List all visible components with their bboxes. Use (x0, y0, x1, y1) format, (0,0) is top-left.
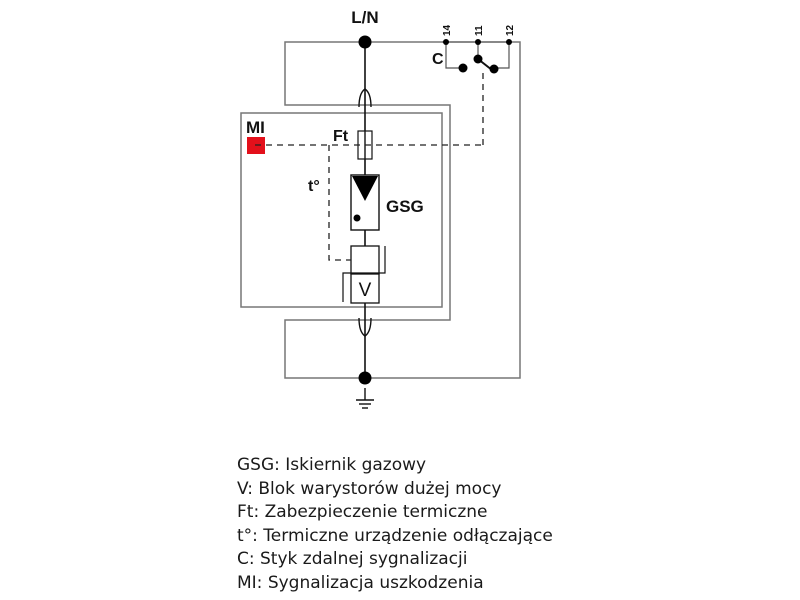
legend-item-gsg: GSG: Iskiernik gazowy (237, 455, 427, 475)
gsg-dot (353, 214, 361, 222)
ft-label: Ft (333, 128, 349, 145)
contact-c-label: C (432, 51, 444, 68)
circuit-diagram: L/N Ft GSG V MI t° C 14 (240, 8, 521, 409)
remote-signal-contact-c (442, 39, 512, 74)
terminal-top-label: L/N (351, 8, 378, 27)
module-box (240, 112, 443, 308)
legend-item-t: t°: Termiczne urządzenie odłączające (237, 525, 553, 546)
contact-pin-14: 14 (442, 24, 453, 36)
legend-item-mi: MI: Sygnalizacja uszkodzenia (237, 572, 484, 593)
varistor-block-upper (350, 245, 380, 275)
terminal-bottom-node (358, 371, 372, 385)
legend-item-v: V: Blok warystorów dużej mocy (237, 478, 502, 499)
outer-wiring (284, 41, 521, 379)
v-label: V (359, 280, 372, 301)
plug-connector-bottom (358, 317, 372, 337)
varistor-curve (342, 246, 386, 302)
varistor-block-v (350, 273, 380, 304)
t-label: t° (308, 178, 320, 195)
ground-icon (356, 388, 374, 409)
legend-item-ft: Ft: Zabezpieczenie termiczne (237, 502, 488, 522)
legend: GSG: Iskiernik gazowy V: Blok warystorów… (237, 454, 553, 595)
plug-connector-top (358, 88, 372, 108)
thermal-linkage-dashed (255, 68, 484, 261)
terminal-top-node (358, 35, 372, 49)
mi-label: MI (246, 118, 265, 137)
contact-pin-11: 11 (474, 25, 485, 36)
gsg-arrow-icon (352, 176, 378, 201)
contact-pin-12: 12 (505, 24, 516, 36)
gsg-label: GSG (386, 197, 424, 216)
legend-item-c: C: Styk zdalnej sygnalizacji (237, 549, 468, 569)
